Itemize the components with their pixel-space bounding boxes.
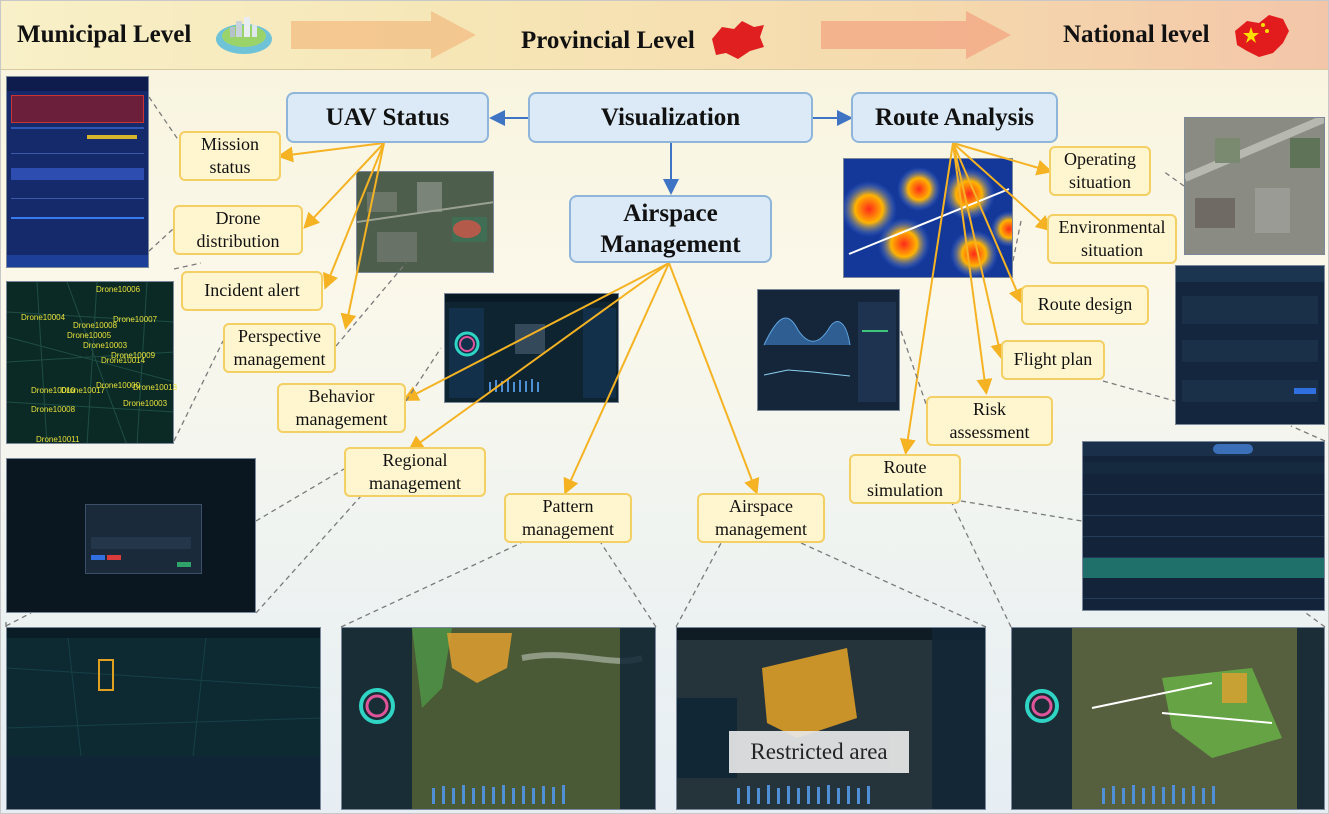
behavior-management-screenshot — [444, 293, 619, 403]
drone-label: Drone10008 — [73, 321, 118, 330]
behavior-line-2: management — [295, 409, 388, 429]
province-map-icon — [712, 21, 764, 59]
uav-status-box: UAV Status — [286, 92, 489, 143]
risk-line-2: assessment — [949, 422, 1030, 442]
incident-alert-box: Incident alert — [181, 271, 323, 311]
regional-line-1: Regional — [382, 449, 448, 470]
pattern-management-box: Pattern management — [504, 493, 632, 543]
drone-line-2: distribution — [196, 231, 280, 251]
operating-line-1: Operating — [1064, 148, 1136, 169]
visualization-box: Visualization — [528, 92, 813, 143]
drone-distribution-box: Drone distribution — [173, 205, 303, 255]
behavior-line-1: Behavior — [308, 385, 375, 406]
restricted-area-label: Restricted area — [729, 731, 909, 773]
route-design-box: Route design — [1021, 285, 1149, 325]
drone-label: Drone10017 — [61, 386, 106, 395]
drone-label: Drone10007 — [113, 315, 158, 324]
perspective-line-1: Perspective — [238, 325, 321, 346]
regional-line-2: management — [369, 473, 461, 493]
bottom-screenshot-3 — [676, 627, 986, 810]
bottom-screenshot-4 — [1011, 627, 1325, 810]
pattern-line-1: Pattern — [542, 495, 594, 516]
flight-plan-box: Flight plan — [1001, 340, 1105, 380]
drone-label: Drone10004 — [21, 313, 66, 322]
drone-label: Drone10008 — [31, 405, 76, 414]
airspace-line-1: Airspace — [623, 199, 718, 227]
operating-situation-screenshot — [1184, 117, 1325, 255]
city-map-icon — [216, 17, 272, 54]
airspace-management-sub-box: Airspace management — [697, 493, 825, 543]
china-map-icon — [1235, 15, 1289, 57]
flight-plan-screenshot — [1175, 265, 1325, 425]
drone-label: Drone10013 — [133, 383, 178, 392]
regional-management-box: Regional management — [344, 447, 486, 497]
risk-assessment-screenshot — [757, 289, 900, 411]
mission-status-screenshot — [6, 76, 149, 268]
environmental-situation-box: Environmental situation — [1047, 214, 1177, 264]
risk-assessment-box: Risk assessment — [926, 396, 1053, 446]
behavior-management-box: Behavior management — [277, 383, 406, 433]
drone-distribution-screenshot — [6, 281, 174, 444]
drone-label: Drone10010 — [31, 386, 76, 395]
route-analysis-box: Route Analysis — [851, 92, 1058, 143]
drone-line-1: Drone — [215, 207, 261, 228]
bottom-screenshot-1 — [6, 627, 321, 810]
drone-label: Drone10006 — [96, 285, 141, 294]
drone-label: Drone10003 — [123, 399, 168, 408]
drone-label: Drone10011 — [36, 435, 80, 444]
airspace-management-box: Airspace Management — [569, 195, 772, 263]
banner-arrows — [291, 11, 1011, 59]
mission-status-box: Mission status — [179, 131, 281, 181]
route-simulation-table-screenshot — [1082, 441, 1325, 611]
airspace-line-2: Management — [600, 231, 741, 258]
mission-line-2: status — [209, 157, 251, 177]
route-heatmap-screenshot — [843, 158, 1013, 278]
pattern-line-2: management — [522, 519, 614, 539]
bottom-screenshot-2 — [341, 627, 656, 810]
perspective-management-screenshot — [356, 171, 494, 273]
drone-label: Drone10003 — [83, 341, 128, 350]
municipal-level-label: Municipal Level — [17, 21, 192, 48]
operating-situation-box: Operating situation — [1049, 146, 1151, 196]
drone-label: Drone10014 — [101, 356, 146, 365]
airspace-sub-line-1: Airspace — [729, 495, 793, 516]
national-level-label: National level — [1063, 21, 1210, 48]
drone-label: Drone10009 — [111, 351, 156, 360]
mission-line-1: Mission — [200, 133, 260, 154]
drone-label: Drone10005 — [67, 331, 112, 340]
environmental-line-2: situation — [1081, 240, 1143, 260]
environmental-line-1: Environmental — [1058, 216, 1166, 237]
risk-line-1: Risk — [972, 398, 1006, 419]
operating-line-2: situation — [1069, 172, 1131, 192]
drone-label: Drone10000 — [96, 381, 141, 390]
level-banner: Municipal Level Provincial Level Nationa… — [1, 1, 1328, 70]
perspective-line-2: management — [233, 349, 326, 369]
perspective-management-box: Perspective management — [223, 323, 336, 373]
simulation-line-1: Route — [883, 456, 927, 477]
airspace-sub-line-2: management — [715, 519, 807, 539]
route-simulation-box: Route simulation — [849, 454, 961, 504]
regional-management-screenshot — [6, 458, 256, 613]
simulation-line-2: simulation — [867, 480, 943, 500]
provincial-level-label: Provincial Level — [521, 27, 695, 54]
